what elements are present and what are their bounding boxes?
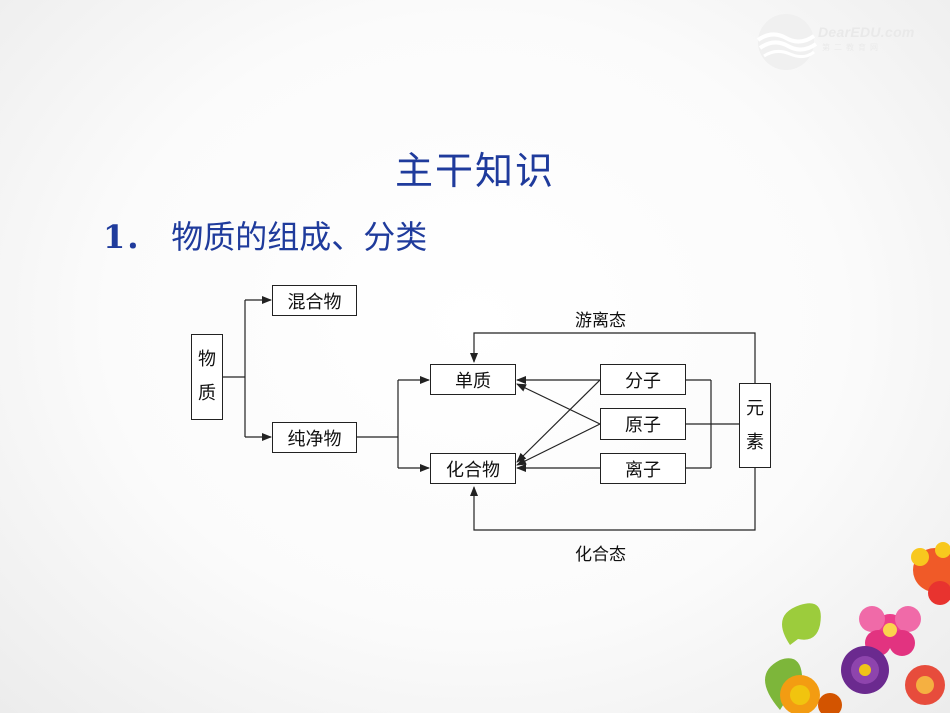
decorative-flowers bbox=[765, 542, 950, 713]
orange-flower-icon bbox=[780, 665, 945, 713]
element-char-2: 素 bbox=[746, 431, 764, 453]
free-state-label: 游离态 bbox=[575, 311, 626, 331]
arrow-molecule-to-compound bbox=[516, 379, 601, 463]
ion-box: 离子 bbox=[600, 453, 686, 484]
dearedu-logo: DearEDU.com 第二教育网 bbox=[752, 10, 942, 74]
matter-char-2: 质 bbox=[198, 383, 216, 404]
simple-substance-box: 单质 bbox=[430, 364, 516, 395]
molecule-box: 分子 bbox=[600, 364, 686, 395]
compound-box: 化合物 bbox=[430, 453, 516, 484]
arrow-atom-to-simple bbox=[516, 383, 601, 425]
logo-subtext: 第二教育网 bbox=[822, 43, 882, 52]
section-title: 物质的组成、分类 bbox=[171, 218, 428, 256]
matter-box: 物 质 bbox=[191, 334, 223, 420]
pure-substance-box: 纯净物 bbox=[272, 422, 357, 453]
mixture-box: 混合物 bbox=[272, 285, 357, 316]
arrow-free-state bbox=[470, 332, 756, 383]
element-char-1: 元 bbox=[746, 397, 764, 419]
logo-text: DearEDU.com bbox=[818, 24, 915, 40]
wave-logo-icon bbox=[756, 14, 818, 70]
arrow-atom-to-compound bbox=[516, 423, 601, 466]
slide-title: 主干知识 bbox=[394, 149, 555, 193]
section-heading: 1． 物质的组成、分类 bbox=[103, 212, 427, 258]
element-box: 元 素 bbox=[739, 383, 771, 468]
checkered-flower-icon bbox=[911, 542, 950, 605]
purple-flower-icon bbox=[841, 646, 889, 694]
matter-char-1: 物 bbox=[198, 349, 216, 370]
atom-box: 原子 bbox=[600, 408, 686, 440]
arrow-combined-state bbox=[470, 467, 756, 531]
combined-state-label: 化合态 bbox=[575, 545, 626, 565]
section-number: 1． bbox=[103, 218, 158, 256]
pink-flower-icon bbox=[859, 606, 921, 656]
